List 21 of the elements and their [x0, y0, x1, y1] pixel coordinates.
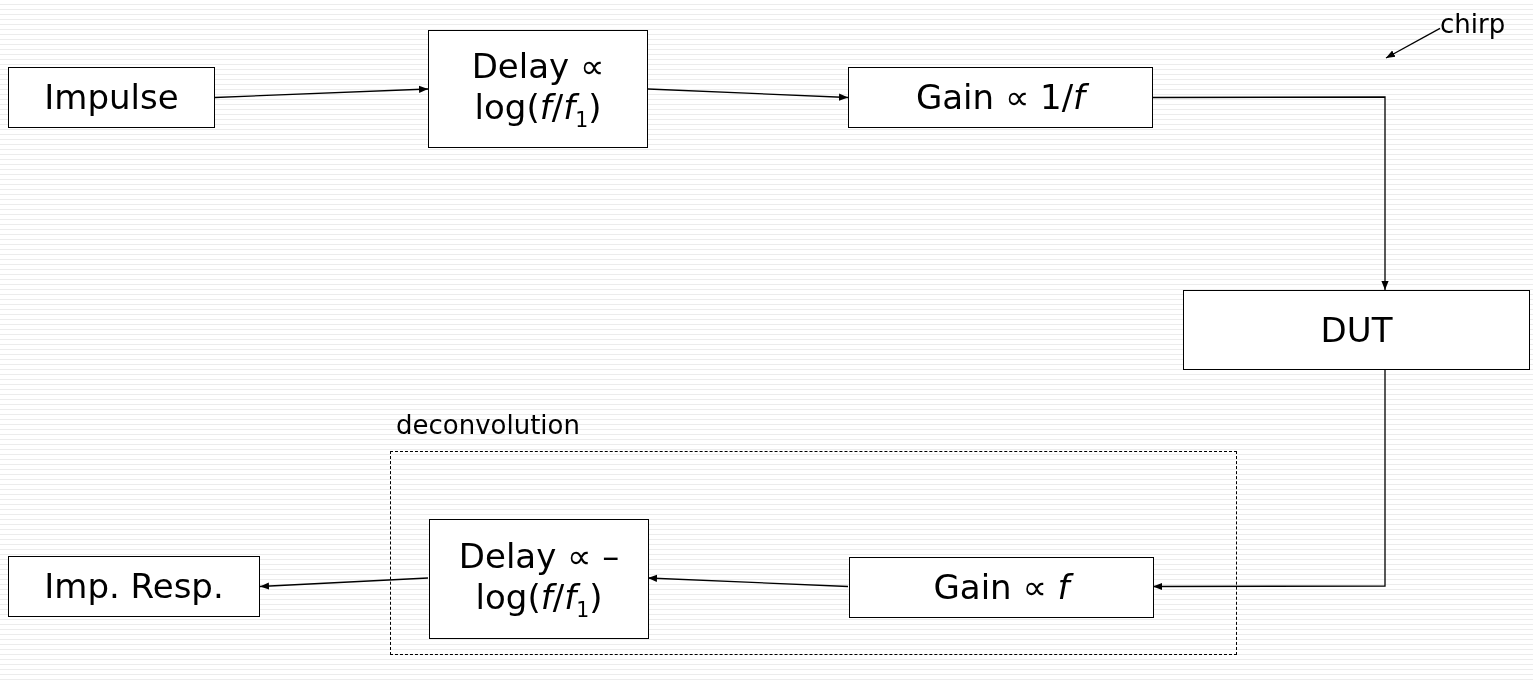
arrow: [259, 577, 429, 590]
block-label: Delay ∝ –log(f/f$_{1}$): [457, 535, 621, 623]
annotation-text: chirp: [1440, 9, 1506, 41]
process-box: [849, 557, 1154, 618]
process-box: [428, 30, 648, 148]
block-label: Impulse: [44, 77, 179, 118]
process-box: [848, 67, 1153, 128]
arrow: [647, 88, 849, 101]
group-heading: deconvolution: [396, 410, 580, 442]
block-label: Delay ∝ log(f/f$_{1}$): [470, 45, 606, 133]
process-box: [8, 556, 260, 617]
arrow: [1152, 369, 1386, 591]
leader-line: [1385, 27, 1441, 59]
arrow: [1152, 96, 1389, 291]
block-label: Imp. Resp.: [44, 566, 224, 607]
arrow: [647, 574, 849, 588]
block-label: DUT: [1320, 309, 1393, 351]
process-box: [8, 67, 215, 128]
arrow: [214, 85, 429, 99]
process-box: [429, 519, 649, 639]
process-box: [1183, 290, 1530, 370]
